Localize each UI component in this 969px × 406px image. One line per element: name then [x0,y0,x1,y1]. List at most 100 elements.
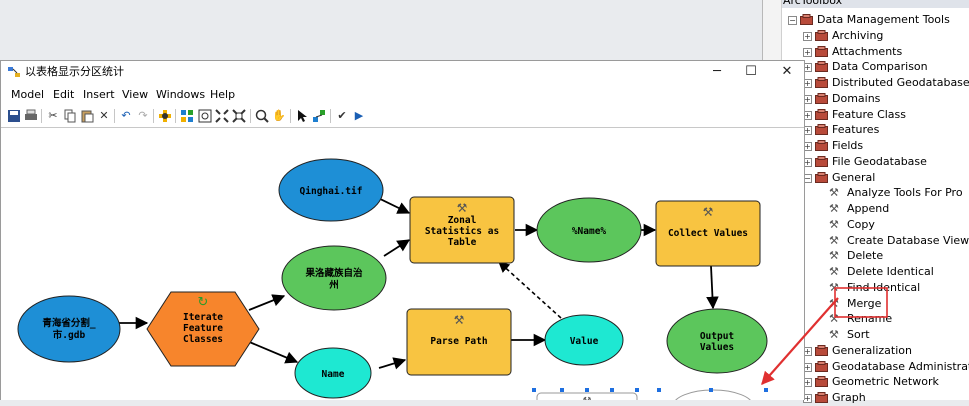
menu-edit[interactable]: Edit [53,88,75,101]
tree-item-label: Data Management Tools [817,13,950,26]
node-label: Collect Values [668,228,748,239]
fixed-zoom-in-icon[interactable] [214,108,230,124]
node-label: Values [700,342,734,353]
pan-icon[interactable]: ✋ [272,109,286,122]
tool-item[interactable]: ⚒ Delete Identical [763,264,969,280]
model-builder-window: 以表格显示分区统计 ─ ☐ ✕ Model Edit Insert View W… [0,60,805,400]
tool-item[interactable]: ⚒Create Database View [763,233,969,249]
tree-item-label: Delete Identical [847,265,934,278]
maximize-button[interactable]: ☐ [745,64,757,79]
connector-line [248,294,286,311]
redo-icon[interactable]: ↷ [138,109,148,122]
node-label: Iterate [183,312,223,323]
tree-item-label: Delete [847,249,884,263]
node-guoluo[interactable]: 果洛藏族自治 州 [281,245,387,311]
node-value[interactable]: Value [544,314,624,366]
tree-item-label: Graph [832,391,866,404]
node-new-output-selected[interactable] [673,388,768,400]
tree-item-label: Geometric Network [832,375,939,389]
hammer-icon: ⚒ [583,396,592,400]
node-label: %Name% [572,226,607,237]
connector-line [706,265,719,310]
auto-layout-icon[interactable] [179,108,195,124]
tree-item-label: Fields [832,139,864,152]
close-button[interactable]: ✕ [781,64,793,79]
tree-item-label: Find Identical [847,280,921,294]
menu-insert[interactable]: Insert [83,88,115,101]
menu-model[interactable]: Model [11,88,45,101]
toolset-item[interactable]: − Data Management Tools [763,12,969,28]
toolset-item[interactable]: +Attachments [763,44,969,60]
toolbox-icon [815,45,828,57]
node-new-tool-selected[interactable]: ⚒ [532,388,661,400]
node-label: Name [322,369,345,380]
toolset-item[interactable]: +Data Comparison [763,59,969,75]
paste-icon[interactable] [79,108,95,124]
tree-item-label: Analyze Tools For Pro [847,186,963,200]
undo-icon[interactable]: ↶ [121,109,131,122]
copy-icon[interactable] [62,108,78,124]
node-output-values[interactable]: Output Values [666,308,768,374]
toolbox-icon [815,140,828,151]
model-canvas[interactable]: Qinghai.tif ⚒ Zonal Statistics as Table … [1,128,804,400]
connect-icon[interactable] [311,108,327,124]
tool-item[interactable]: ⚒Analyze Tools For Pro [763,185,969,201]
toolset-item[interactable]: −General [763,170,969,186]
tree-item-label: Merge [847,296,882,310]
tree-item-label: Features [832,123,880,137]
expand-icon[interactable]: + [803,31,812,41]
menu-help[interactable]: Help [210,88,236,101]
node-name[interactable]: Name [294,347,372,399]
full-extent-icon[interactable] [197,108,213,124]
print-icon[interactable] [23,108,39,124]
cut-icon[interactable]: ✂ [48,109,58,122]
select-icon[interactable] [294,108,310,124]
title-bar[interactable]: 以表格显示分区统计 ─ ☐ ✕ [1,61,804,84]
hammer-icon: ⚒ [829,202,839,215]
fixed-zoom-out-icon[interactable] [231,108,247,124]
add-data-icon[interactable] [157,108,173,124]
toolset-item[interactable]: +Features [763,122,969,138]
collapse-icon[interactable]: − [788,16,797,25]
node-qinghai-gdb[interactable]: 青海省分割_ 市.gdb [17,295,121,363]
expand-icon[interactable]: + [803,47,812,57]
run-icon[interactable]: ▶ [354,109,364,122]
selection-handles [532,388,661,392]
zoom-in-icon[interactable] [254,108,270,124]
menu-windows[interactable]: Windows [156,88,206,101]
node-qinghai-tif[interactable]: Qinghai.tif [278,158,384,222]
toolset-item[interactable]: +Archiving [763,28,969,44]
toolset-item[interactable]: +Distributed Geodatabase [763,75,969,91]
toolset-item[interactable]: +Domains [763,91,969,107]
tool-item[interactable]: ⚒Delete [763,248,969,264]
model-icon [8,67,20,77]
toolbar-separator [114,109,115,123]
toolset-item[interactable]: +Fields [763,138,969,154]
toolbox-icon [815,376,828,388]
toolbox-icon [815,61,828,73]
node-zonal-statistics[interactable]: ⚒ Zonal Statistics as Table [409,196,515,264]
tree-item-label: File Geodatabase [832,154,927,168]
tool-item[interactable]: ⚒Copy [763,217,969,233]
node-parse-path[interactable]: ⚒ Parse Path [406,308,512,376]
menu-view[interactable]: View [122,88,149,101]
toolbar: ✂ ✕ ↶ ↷ ✋ ✔ ▶ [1,105,804,128]
validate-icon[interactable]: ✔ [337,109,347,122]
toolbar-separator [330,109,331,123]
hammer-icon: ⚒ [829,265,839,278]
minimize-button[interactable]: ─ [713,64,721,79]
node-name-variable[interactable]: %Name% [536,197,642,263]
node-label: Value [570,336,599,347]
tree-item-label: Sort [847,328,870,341]
hammer-icon: ⚒ [829,328,839,341]
toolset-item[interactable]: +File Geodatabase [763,154,969,170]
tool-item[interactable]: ⚒Append [763,201,969,217]
node-collect-values[interactable]: ⚒ Collect Values [655,200,761,267]
node-iterate-feature-classes[interactable]: ↻ Iterate Feature Classes [146,291,260,367]
hammer-icon: ⚒ [454,313,465,327]
tree-item-label: Generalization [832,343,912,357]
save-icon[interactable] [6,108,22,124]
delete-icon[interactable]: ✕ [99,109,109,122]
node-label: Feature [183,323,223,334]
selection-handle [709,388,713,392]
